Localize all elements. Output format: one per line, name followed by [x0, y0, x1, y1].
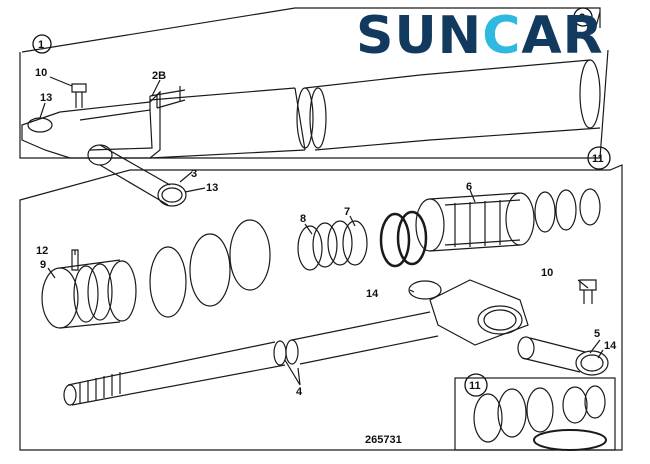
- callout-4: 4: [296, 386, 303, 398]
- callout-14-right: 14: [604, 340, 617, 352]
- callout-10-right: 10: [541, 267, 553, 279]
- ring-13-left: [27, 117, 53, 133]
- bushing-5: [521, 337, 586, 373]
- callout-10-top: 10: [35, 67, 47, 79]
- logo-text-part3: AR: [521, 6, 604, 66]
- drawing-number: 265731: [365, 434, 402, 446]
- seal-8: [297, 225, 323, 271]
- pin-12: [71, 249, 79, 271]
- port-2b: [149, 86, 186, 110]
- callout-circle-1: [32, 34, 52, 54]
- callout-14-rod: 14: [366, 288, 379, 300]
- ring-7: [342, 220, 368, 266]
- callout-13-lower: 13: [206, 182, 218, 194]
- frame-lower: [19, 164, 623, 451]
- callout-6: 6: [466, 181, 472, 193]
- rod-4: [67, 341, 286, 406]
- barrel-tube-left: [149, 87, 306, 159]
- suncar-logo: SUNCAR: [356, 10, 604, 62]
- barrel-tube-right: [304, 59, 601, 151]
- callout-circle-2: [573, 7, 593, 27]
- callout-11-bottom: 11: [469, 380, 481, 392]
- callout-circle-11-top: [587, 146, 611, 170]
- callout-11-top: 11: [592, 153, 604, 165]
- gland-6: [415, 198, 445, 252]
- callout-12: 12: [36, 245, 48, 257]
- callout-2b: 2B: [152, 70, 166, 82]
- frame-upper: [19, 7, 609, 159]
- bolt-10-right: [579, 279, 597, 304]
- callout-7: 7: [344, 206, 350, 218]
- kit-11-box: [454, 377, 616, 451]
- bolt-10-top: [71, 83, 87, 108]
- callout-5: 5: [594, 328, 600, 340]
- bushing-3: [99, 144, 171, 206]
- logo-text-part2: C: [482, 6, 522, 66]
- callout-circle-11-bottom: [464, 373, 488, 397]
- callout-8: 8: [300, 213, 306, 225]
- callout-13-left: 13: [40, 92, 52, 104]
- nut-9: [41, 267, 79, 329]
- callout-9: 9: [40, 259, 46, 271]
- callout-3: 3: [191, 168, 197, 180]
- callout-2: 2: [579, 12, 585, 24]
- callout-1: 1: [38, 39, 44, 51]
- rod-eye: [429, 279, 529, 346]
- ring-14-rod: [408, 280, 442, 300]
- logo-text-part1: SUN: [356, 6, 483, 66]
- barrel-body: [21, 90, 161, 159]
